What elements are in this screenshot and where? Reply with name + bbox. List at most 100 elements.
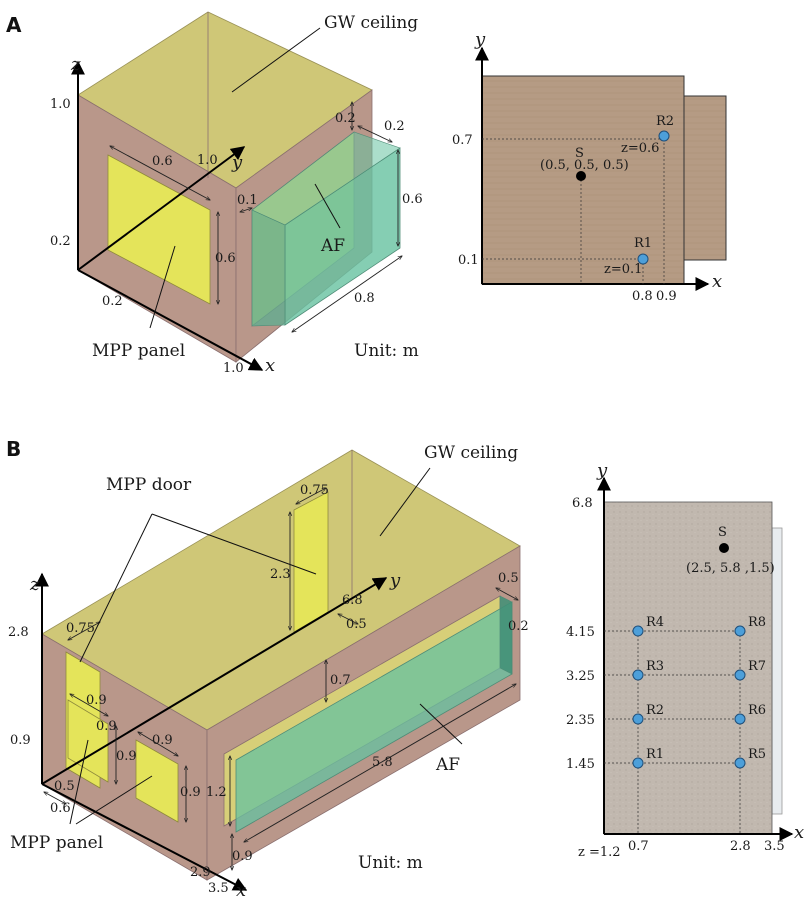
plan-b-label-r3: R3	[646, 659, 664, 674]
plan-b-ytick-4: 1.45	[566, 757, 595, 772]
room-b-mpp-door-back	[293, 491, 329, 633]
axis-a-z-label: z	[70, 54, 81, 75]
dim-b-door-top-w	[296, 488, 326, 504]
leader-b-door-back	[151, 513, 317, 575]
plan-a-r2-note: z=0.6	[621, 141, 659, 156]
plan-b-floor	[603, 501, 773, 835]
dim-b-af-depth-label: 0.2	[508, 619, 529, 634]
axis-a-y	[77, 146, 246, 271]
plan-a-r1-note: z=0.1	[604, 262, 642, 277]
dim-b-panel1-h-label: 0.9	[116, 749, 137, 764]
dim-b-af-off-top-label: 0.7	[330, 673, 351, 688]
dim-a-af-len-label: 0.8	[354, 291, 375, 306]
plan-a-x-label: x	[712, 271, 722, 292]
plan-a-source-marker	[576, 171, 586, 181]
plan-b-receiver-r2	[632, 713, 644, 725]
dim-a-panel-w: 0.6	[152, 154, 173, 169]
plan-b-ytick-1: 4.15	[566, 625, 595, 640]
panel-b: B z x y	[6, 437, 804, 901]
label-a-mpp-panel: MPP panel	[92, 341, 185, 361]
dim-b-x-35-label: 3.5	[208, 881, 229, 896]
dim-b-panel2-h-label: 0.9	[180, 785, 201, 800]
plan-b-source-marker	[719, 543, 729, 553]
dim-a-af-depth	[358, 126, 392, 142]
axis-a-y-label: y	[231, 152, 243, 173]
label-b-unit: Unit: m	[358, 853, 423, 873]
plan-b-ytick-3: 2.35	[566, 713, 595, 728]
leader-a-af	[314, 183, 341, 229]
plan-a-ytick-1: 0.1	[458, 253, 479, 268]
label-b-mpp-panel: MPP panel	[10, 833, 103, 853]
dim-b-panel1-w	[70, 694, 108, 716]
dim-a-y-len: 1.0	[197, 153, 218, 168]
dim-b-door-h-label: 2.3	[270, 567, 291, 582]
dim-b-door-side-off-label: 0.5	[346, 617, 367, 632]
panel-a: A z x y 1.0 0.2 0.2	[6, 11, 727, 376]
plan-b-label-r7: R7	[748, 659, 766, 674]
dim-b-door-top-w-label: 0.75	[300, 483, 329, 498]
plan-a-xtick-1: 0.9	[656, 289, 677, 304]
plan-b-label-r4: R4	[646, 615, 664, 630]
room-a-3d	[77, 11, 401, 363]
plan-b-z-note: z =1.2	[578, 845, 621, 860]
room-a-af-box-front	[251, 209, 286, 327]
dim-a-af-length	[292, 256, 402, 332]
plan-b-source-name: S	[718, 525, 727, 540]
dim-b-af-len	[244, 684, 516, 842]
plan-a-ytick-0: 0.7	[452, 133, 473, 148]
label-a-gw-ceiling: GW ceiling	[324, 13, 418, 33]
leader-a-ceiling	[231, 27, 321, 93]
dim-b-x-05	[44, 792, 66, 804]
axis-b-x-label: x	[236, 880, 246, 901]
dim-a-af-top-label: 0.2	[335, 111, 356, 126]
dim-b-panel2-w-label: 0.9	[152, 733, 173, 748]
dim-b-x-29-label: 2.9	[190, 865, 211, 880]
dim-a-af-gap	[240, 208, 252, 212]
dim-a-af-h-label: 0.6	[402, 192, 423, 207]
dim-b-door-front-w	[68, 622, 100, 640]
dim-b-door-front-w-label: 0.75	[66, 621, 95, 636]
plan-b-label-r2: R2	[646, 703, 664, 718]
label-b-mpp-door: MPP door	[106, 475, 192, 495]
dim-b-af-h-label: 1.2	[206, 785, 227, 800]
axis-b-y	[41, 577, 388, 785]
plan-b-source-coord: (2.5, 5.8 ,1.5)	[686, 561, 775, 576]
plan-b-receiver-r7	[734, 669, 746, 681]
dim-a-panel-h: 0.6	[215, 251, 236, 266]
plan-a-receiver-r2	[658, 130, 670, 142]
plan-a-r1-name: R1	[634, 236, 652, 251]
dim-a-x-end: 1.0	[223, 361, 244, 376]
dim-a-z-top: 1.0	[50, 97, 71, 112]
dim-b-x-06-label: 0.6	[50, 801, 71, 816]
axis-b-x	[41, 783, 248, 891]
plan-b-label-r6: R6	[748, 703, 766, 718]
plan-b: y x 6.8 4.15 3.25 2.35 1.45 0.7 2.8 3.5 …	[566, 460, 804, 860]
dim-a-x-02: 0.2	[102, 294, 123, 309]
label-a-unit: Unit: m	[354, 341, 419, 361]
plan-b-receiver-r1	[632, 757, 644, 769]
plan-a-y-label: y	[474, 29, 486, 50]
dim-a-panel-width	[110, 146, 210, 200]
dim-b-door-side-off	[338, 614, 358, 624]
dim-b-door-front-09-label: 0.9	[86, 693, 107, 708]
plan-b-x-label: x	[794, 822, 804, 843]
axis-b-y-label: y	[389, 570, 401, 591]
plan-b-receiver-r6	[734, 713, 746, 725]
plan-b-xtick-0: 0.7	[628, 839, 649, 854]
dim-b-af-len-label: 5.8	[372, 755, 393, 770]
label-b-gw-ceiling: GW ceiling	[424, 443, 518, 463]
axis-a-x	[77, 269, 264, 371]
plan-b-receiver-r4	[632, 625, 644, 637]
leader-b-door-front	[79, 513, 153, 663]
dim-b-af-end	[496, 588, 518, 600]
axis-a-x-label: x	[265, 355, 275, 376]
plan-b-receiver-r3	[632, 669, 644, 681]
plan-b-xtick-1: 2.8	[730, 839, 751, 854]
dim-b-panel1-w-label: 0.9	[96, 719, 117, 734]
plan-a-receiver-r1	[637, 253, 649, 265]
plan-a-extension	[683, 95, 727, 261]
label-a-af: AF	[320, 236, 345, 256]
room-b-3d	[41, 449, 521, 881]
plan-b-ytick-0: 6.8	[572, 496, 593, 511]
